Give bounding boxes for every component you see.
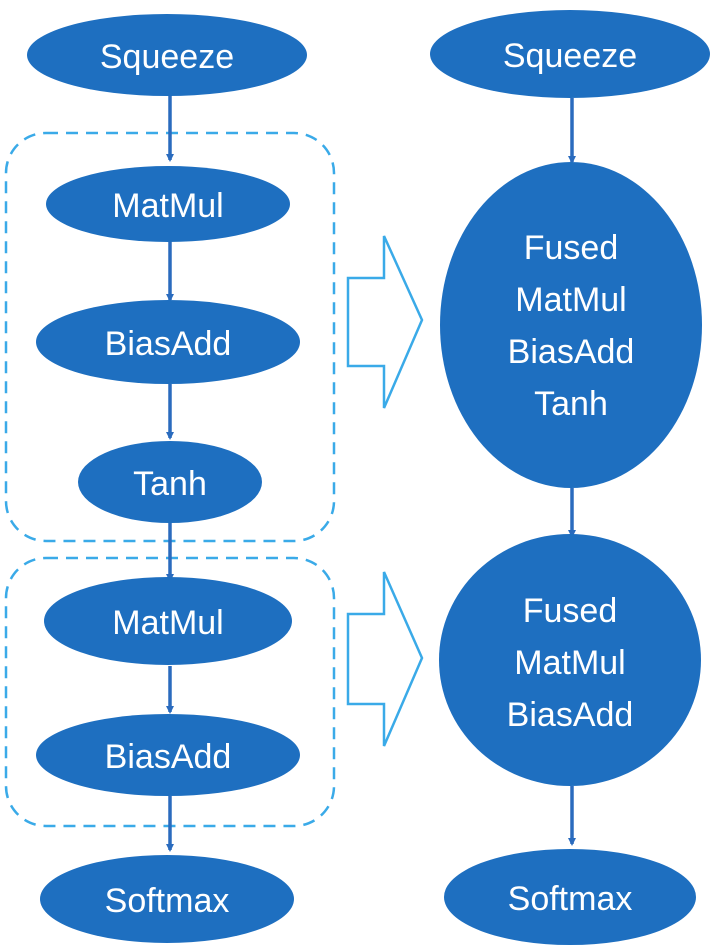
fused-1-line-2: MatMul	[515, 281, 626, 319]
transform-arrow-2	[346, 571, 424, 747]
node-squeeze-label: Squeeze	[100, 38, 234, 76]
node-biasadd-2: BiasAdd	[36, 714, 300, 796]
node-matmul-1: MatMul	[46, 166, 290, 242]
node-right-squeeze: Squeeze	[430, 10, 710, 98]
fused-1-line-3: BiasAdd	[508, 333, 635, 371]
transform-arrow-1	[346, 235, 424, 409]
node-fused-2: Fused MatMul BiasAdd	[439, 534, 701, 786]
node-biasadd-2-label: BiasAdd	[105, 738, 232, 776]
node-softmax: Softmax	[40, 855, 294, 943]
fused-2-line-2: MatMul	[514, 644, 625, 682]
node-softmax-label: Softmax	[105, 882, 230, 920]
node-squeeze: Squeeze	[27, 14, 307, 96]
fused-2-line-1: Fused	[523, 592, 618, 630]
fused-1-line-1: Fused	[524, 229, 619, 267]
node-matmul-2: MatMul	[44, 577, 292, 665]
fused-1-line-4: Tanh	[534, 385, 608, 423]
node-tanh-label: Tanh	[133, 465, 207, 503]
node-fused-1: Fused MatMul BiasAdd Tanh	[440, 162, 702, 488]
node-matmul-1-label: MatMul	[112, 187, 223, 225]
node-right-softmax-label: Softmax	[508, 880, 633, 918]
node-right-softmax: Softmax	[444, 849, 696, 945]
node-right-squeeze-label: Squeeze	[503, 37, 637, 75]
node-biasadd-1-label: BiasAdd	[105, 325, 232, 363]
node-matmul-2-label: MatMul	[112, 604, 223, 642]
node-biasadd-1: BiasAdd	[36, 300, 300, 384]
fused-2-line-3: BiasAdd	[507, 696, 634, 734]
node-tanh: Tanh	[78, 441, 262, 523]
